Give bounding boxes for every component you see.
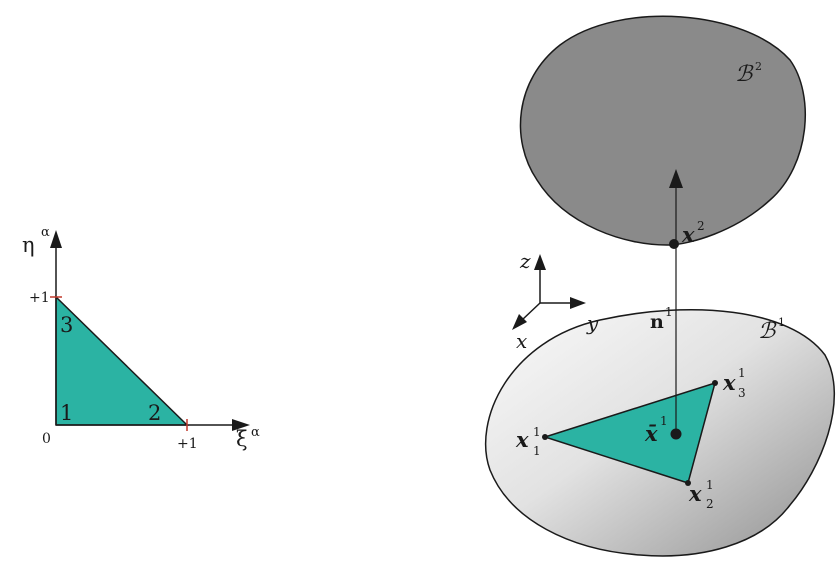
xi-tick-label: +1 bbox=[177, 436, 198, 452]
vertex-x2-dot bbox=[685, 480, 691, 486]
x-axis-label: x bbox=[516, 329, 527, 353]
origin-label: 0 bbox=[42, 431, 51, 447]
body-b1-superscript: 1 bbox=[778, 316, 785, 329]
xi-axis-label: ξ bbox=[236, 427, 248, 451]
normal-vector-superscript: 1 bbox=[665, 305, 673, 319]
y-axis-label: y bbox=[586, 311, 599, 335]
normal-vector-arrowhead bbox=[669, 169, 683, 188]
vertex-2-label: 2 bbox=[148, 401, 161, 425]
vertex-x2-subscript: 2 bbox=[706, 497, 714, 511]
contact-scene-diagram: ℬ 2 ℬ 1 x 2 n 1 x̄ 1 x 1 1 x 1 3 x 1 2 bbox=[485, 15, 835, 557]
vertex-x3-superscript: 1 bbox=[738, 366, 746, 380]
point-xbar-dot bbox=[670, 428, 682, 440]
point-x2-superscript: 2 bbox=[697, 219, 705, 233]
point-x2-label: x bbox=[681, 222, 695, 247]
vertex-1-label: 1 bbox=[60, 401, 73, 425]
vertex-x3-dot bbox=[712, 380, 718, 386]
eta-tick-label: +1 bbox=[29, 290, 50, 306]
y-axis-arrowhead bbox=[570, 297, 586, 309]
vertex-x3-label: x bbox=[722, 370, 736, 395]
xbar-label: x̄ bbox=[644, 421, 658, 446]
xi-axis-arrowhead bbox=[232, 419, 250, 431]
vertex-x3-subscript: 3 bbox=[738, 386, 746, 400]
vertex-x2-label: x bbox=[688, 481, 702, 506]
reference-element-diagram: η α ξ α +1 +1 0 1 2 3 bbox=[22, 225, 260, 452]
body-b2-label: ℬ bbox=[735, 62, 754, 87]
coordinate-axes-triad: z y x bbox=[512, 249, 599, 353]
xi-axis-superscript: α bbox=[251, 425, 260, 440]
xbar-superscript: 1 bbox=[660, 414, 668, 428]
vertex-x1-subscript: 1 bbox=[533, 444, 541, 458]
point-x2-dot bbox=[669, 239, 679, 249]
x-axis-line bbox=[521, 302, 541, 321]
x-axis-arrowhead bbox=[512, 314, 527, 330]
vertex-3-label: 3 bbox=[60, 313, 73, 337]
body-b1-label: ℬ bbox=[758, 319, 777, 344]
vertex-x1-dot bbox=[542, 434, 548, 440]
eta-axis-arrowhead bbox=[50, 230, 62, 248]
contact-triangle bbox=[542, 381, 717, 484]
reference-triangle bbox=[55, 295, 189, 426]
normal-vector-label: n bbox=[650, 311, 664, 333]
vertex-x2-superscript: 1 bbox=[706, 478, 714, 492]
z-axis-label: z bbox=[519, 249, 531, 273]
body-b2-superscript: 2 bbox=[755, 60, 762, 73]
z-axis-arrowhead bbox=[534, 254, 546, 270]
eta-axis-superscript: α bbox=[41, 225, 50, 240]
eta-axis-label: η bbox=[22, 233, 35, 257]
vertex-x1-label: x bbox=[515, 427, 529, 452]
body-b2 bbox=[519, 15, 806, 246]
vertex-x1-superscript: 1 bbox=[533, 425, 541, 439]
